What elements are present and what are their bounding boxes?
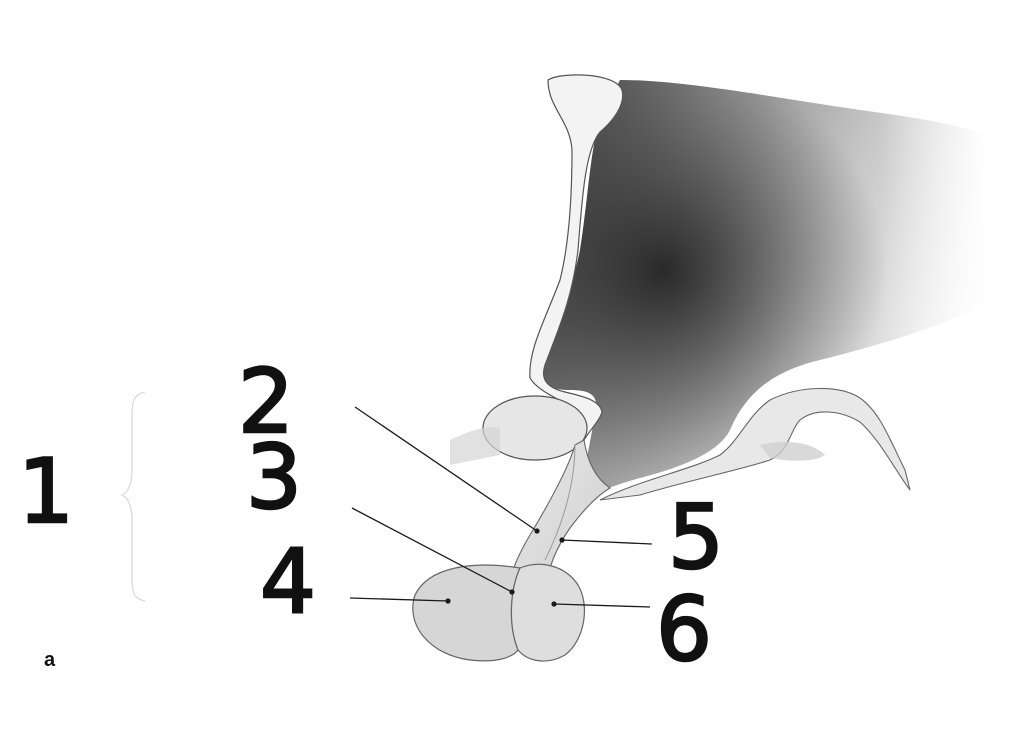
label-5: 5 xyxy=(668,486,724,589)
label-2: 2 xyxy=(238,350,294,453)
ventricle-cavity xyxy=(538,80,990,505)
leader-dot-6 xyxy=(551,601,557,607)
leader-dot-4 xyxy=(445,598,451,604)
anterior-lobe-shape xyxy=(412,564,521,662)
leader-5 xyxy=(561,539,653,545)
panel-letter: a xyxy=(44,649,56,671)
pituitary-gland xyxy=(412,563,585,662)
leader-3 xyxy=(351,507,513,593)
ventricle-floor xyxy=(599,387,911,501)
leader-dot-3 xyxy=(509,589,515,595)
posterior-lobe-shape xyxy=(510,563,585,662)
label-3: 3 xyxy=(246,426,302,529)
leader-dot-2 xyxy=(534,528,540,534)
leader-4 xyxy=(349,597,449,602)
label-4: 4 xyxy=(260,530,316,633)
optic-chiasm xyxy=(482,395,588,461)
anterior-wall xyxy=(529,74,624,447)
label-1: 1 xyxy=(18,440,74,543)
leader-2 xyxy=(354,406,538,532)
leader-dot-5 xyxy=(559,537,565,543)
optic-nerve xyxy=(450,427,500,465)
leader-lines xyxy=(349,406,653,608)
label-6: 6 xyxy=(656,578,712,681)
bracket xyxy=(120,391,146,602)
leader-6 xyxy=(553,603,651,608)
